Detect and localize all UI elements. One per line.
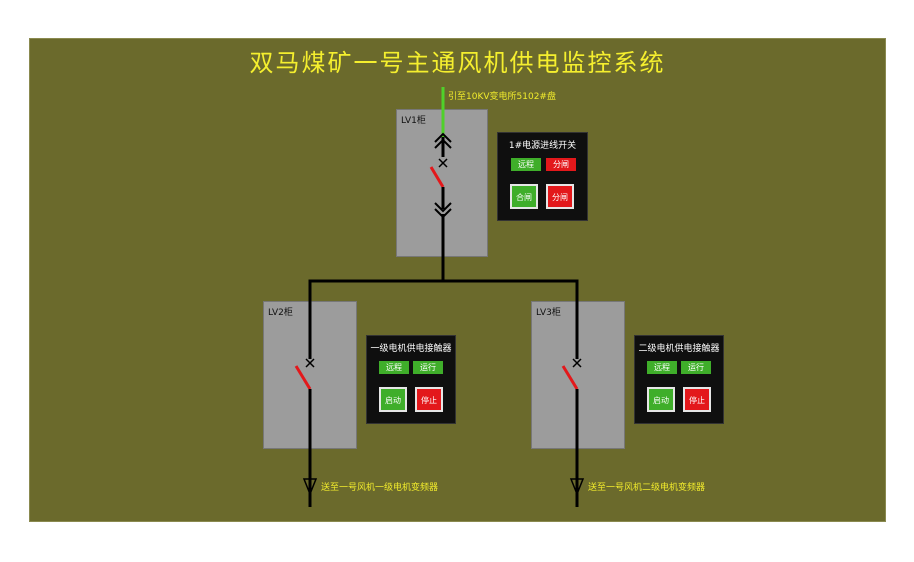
motor1-stop-button[interactable]: 停止 [415, 387, 443, 412]
incoming-panel-title: 1#电源进线开关 [508, 141, 577, 151]
cabinet-lv3-label: LV3柜 [536, 308, 561, 318]
single-line-diagram [294, 87, 585, 507]
distribution-bus [308, 279, 579, 339]
motor2-start-button[interactable]: 启动 [647, 387, 675, 412]
motor1-remote-indicator: 远程 [379, 361, 409, 374]
breaker-x-icon [438, 158, 448, 168]
output-label-motor2: 送至一号风机二级电机变频器 [588, 483, 706, 493]
output-label-motor1: 送至一号风机一级电机变频器 [321, 483, 439, 493]
motor2-stop-button[interactable]: 停止 [683, 387, 711, 412]
cabinet-lv2-label: LV2柜 [268, 308, 293, 318]
cabinet-lv1-label: LV1柜 [401, 116, 426, 126]
open-state-indicator: 分闸 [546, 158, 576, 171]
lv3-output-arrow-icon [569, 478, 585, 497]
motor1-panel-title: 一级电机供电接触器 [370, 344, 452, 354]
motor1-contactor-panel: 一级电机供电接触器 远程 运行 启动 停止 [366, 335, 456, 424]
motor2-contactor-panel: 二级电机供电接触器 远程 运行 启动 停止 [634, 335, 724, 424]
page-title: 双马煤矿一号主通风机供电监控系统 [249, 49, 666, 77]
motor2-remote-indicator: 远程 [647, 361, 677, 374]
lv3-contactor-blade [561, 365, 579, 390]
open-breaker-button[interactable]: 分闸 [546, 184, 574, 209]
incoming-switch-panel: 1#电源进线开关 远程 分闸 合闸 分闸 [497, 132, 588, 221]
breaker-blade [429, 166, 445, 188]
monitoring-canvas: 双马煤矿一号主通风机供电监控系统 引至10KV变电所5102#盘 LV1柜 LV… [29, 38, 886, 522]
motor1-start-button[interactable]: 启动 [379, 387, 407, 412]
remote-indicator: 远程 [511, 158, 541, 171]
motor1-run-indicator: 运行 [413, 361, 443, 374]
top-contact-chevron-icon [434, 132, 452, 143]
lv2-contactor-x-icon [305, 358, 315, 368]
bottom-contact-chevron-icon [434, 202, 452, 213]
motor2-run-indicator: 运行 [681, 361, 711, 374]
lv2-output-arrow-icon [302, 478, 318, 497]
close-breaker-button[interactable]: 合闸 [510, 184, 538, 209]
motor2-panel-title: 二级电机供电接触器 [638, 344, 720, 354]
lv3-contactor-x-icon [572, 358, 582, 368]
lv2-contactor-blade [294, 365, 312, 390]
source-label: 引至10KV变电所5102#盘 [448, 92, 556, 102]
